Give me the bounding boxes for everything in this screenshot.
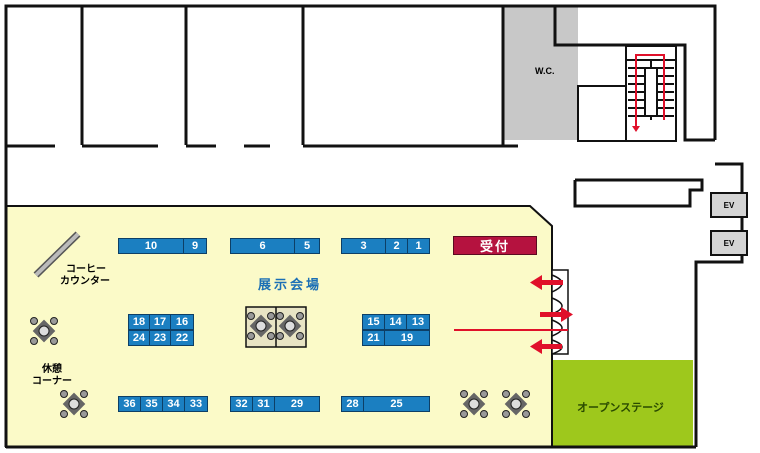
rest-corner-label-2: コーナー (32, 376, 72, 387)
booth-1: 1 (407, 238, 430, 254)
flow-arrows (454, 275, 573, 354)
table-set-center-1 (247, 312, 275, 340)
booth-13: 13 (406, 314, 430, 330)
booth-6: 6 (230, 238, 295, 254)
coffee-counter-label-1: コーヒー (66, 264, 106, 275)
table-set-rest-2 (60, 390, 88, 418)
coffee-counter-label-2: カウンター (60, 276, 110, 287)
booth-16: 16 (170, 314, 194, 330)
booth-3: 3 (341, 238, 386, 254)
booth-32: 32 (230, 396, 253, 412)
top-rooms (6, 6, 518, 148)
booth-18: 18 (128, 314, 150, 330)
elevator-1: EV (710, 192, 748, 218)
booth-2: 2 (385, 238, 408, 254)
booth-34: 34 (162, 396, 185, 412)
booth-10: 10 (118, 238, 184, 254)
exhibition-hall-label: 展示会場 (258, 277, 323, 292)
table-set-bottom-1 (460, 390, 488, 418)
booth-21: 21 (362, 330, 385, 346)
wc-area (503, 6, 578, 140)
open-stage-area (553, 360, 693, 448)
reception-desk: 受付 (453, 236, 537, 255)
outer-walls (4, 4, 744, 449)
coffee-counter (33, 231, 81, 278)
booth-31: 31 (252, 396, 275, 412)
stairwell (577, 45, 677, 142)
wc-label: W.C. (535, 66, 555, 76)
booth-5: 5 (294, 238, 320, 254)
rest-corner-label-1: 休憩 (42, 364, 62, 375)
booth-17: 17 (149, 314, 171, 330)
booth-22: 22 (170, 330, 194, 346)
booth-33: 33 (184, 396, 208, 412)
table-set-rest-1 (30, 317, 58, 345)
table-set-center-2 (276, 312, 304, 340)
booth-35: 35 (140, 396, 163, 412)
booth-24: 24 (128, 330, 150, 346)
booth-15: 15 (362, 314, 385, 330)
booth-25: 25 (363, 396, 430, 412)
booth-28: 28 (341, 396, 364, 412)
open-stage-label: オープンステージ (577, 402, 664, 414)
elevator-partition (573, 178, 704, 208)
stair-arrow (635, 54, 665, 128)
booth-29: 29 (274, 396, 320, 412)
booth-36: 36 (118, 396, 141, 412)
booth-19: 19 (384, 330, 430, 346)
elevator-2: EV (710, 230, 748, 256)
booth-14: 14 (384, 314, 407, 330)
booth-9: 9 (183, 238, 207, 254)
table-set-bottom-2 (502, 390, 530, 418)
booth-23: 23 (149, 330, 171, 346)
